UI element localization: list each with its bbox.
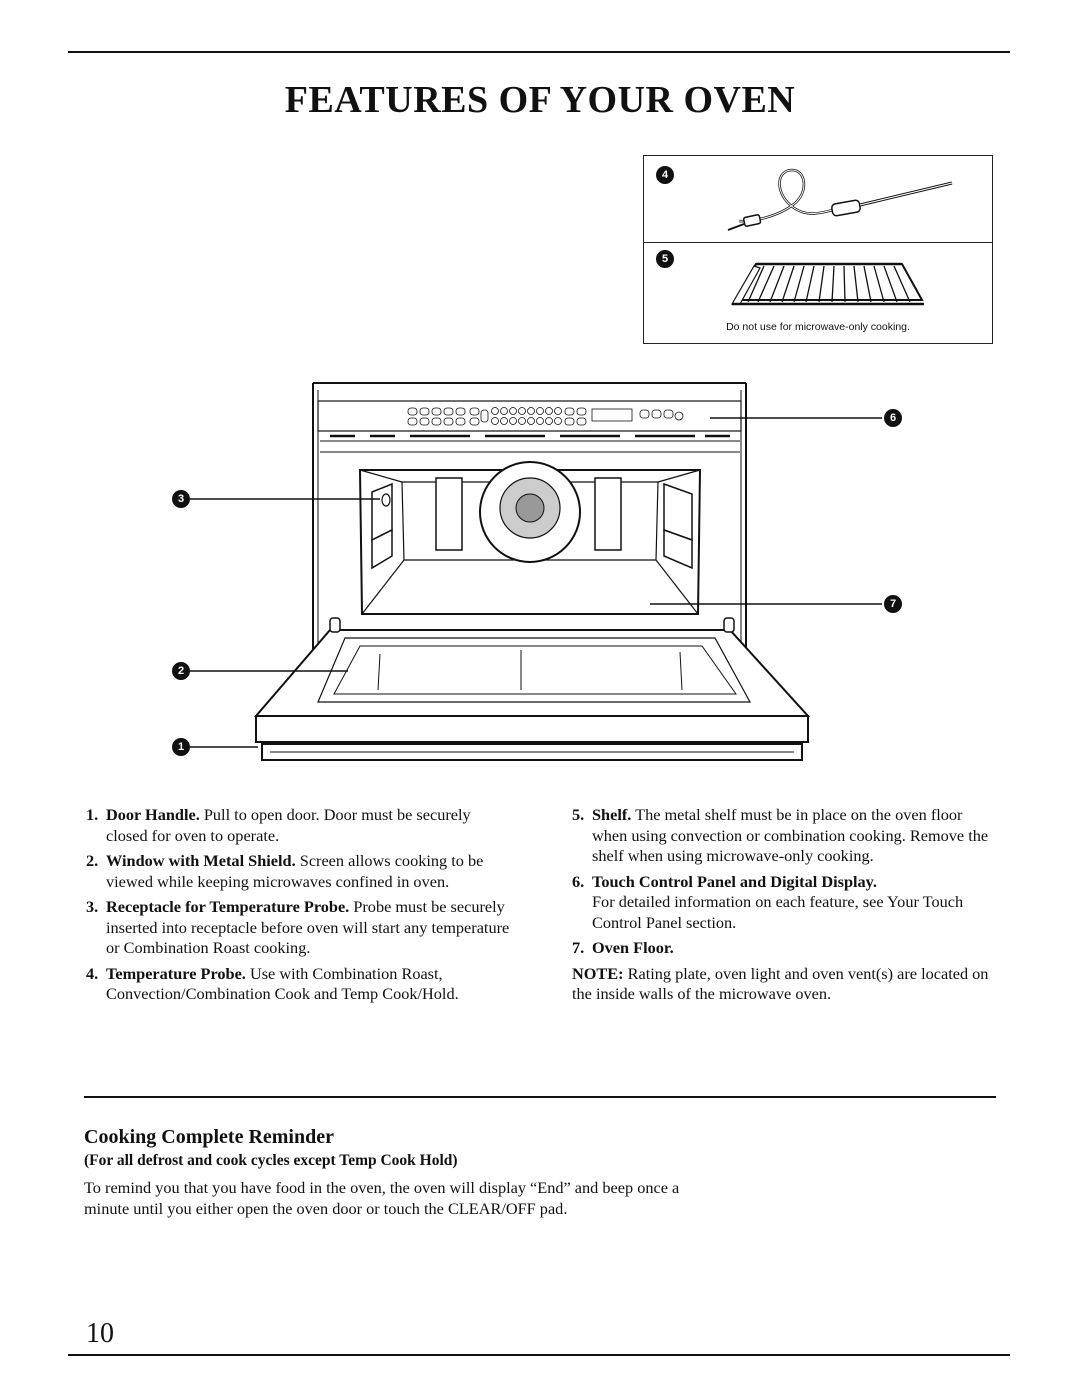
page-title: FEATURES OF YOUR OVEN — [284, 79, 796, 121]
feature-title: Oven Floor. — [592, 938, 674, 957]
feature-number: 5. — [572, 805, 585, 824]
callout-7: 7 — [884, 595, 902, 613]
section-heading: Cooking Complete Reminder — [84, 1126, 334, 1148]
callout-5: 5 — [656, 250, 674, 268]
feature-text: The metal shelf must be in place on the … — [592, 805, 989, 865]
note-label: NOTE: — [572, 963, 624, 983]
top-rule — [68, 51, 1010, 53]
section-divider — [84, 1096, 996, 1098]
callout-2: 2 — [172, 662, 190, 680]
callout-4: 4 — [656, 166, 674, 184]
callout-6: 6 — [884, 409, 902, 427]
feature-number: 7. — [572, 938, 585, 957]
note-paragraph: NOTE: Rating plate, oven light and oven … — [572, 964, 997, 1005]
feature-text: Screen allows cooking to be viewed while… — [106, 851, 484, 891]
features-left-column: 1. Door Handle. Pull to open door. Door … — [86, 805, 511, 1010]
feature-title: Temperature Probe. — [106, 963, 246, 983]
feature-title: Receptacle for Temperature Probe. — [106, 897, 350, 916]
feature-4: 4. Temperature Probe. Use with Combinati… — [86, 964, 511, 1005]
shelf-icon — [730, 262, 924, 306]
inset-divider — [644, 242, 992, 243]
accessories-inset: 4 5 — [643, 155, 993, 344]
feature-text: For detailed information on each feature… — [592, 892, 964, 932]
feature-title: Shelf. — [592, 805, 632, 824]
feature-number: 4. — [86, 963, 99, 983]
feature-number: 2. — [86, 851, 99, 870]
oven-diagram — [190, 382, 882, 761]
features-right-column: 5. Shelf. The metal shelf must be in pla… — [572, 805, 997, 1005]
note-text: Rating plate, oven light and oven vent(s… — [572, 963, 989, 1004]
feature-number: 1. — [86, 805, 99, 824]
feature-title: Touch Control Panel and Digital Display. — [592, 871, 877, 891]
reminder-body: To remind you that you have food in the … — [84, 1178, 680, 1218]
feature-text: Use with Combination Roast, Convection/C… — [106, 963, 459, 1004]
temperature-probe-illustration — [727, 168, 953, 231]
feature-title: Window with Metal Shield. — [106, 851, 296, 870]
feature-text: Probe must be securely inserted into rec… — [106, 897, 510, 957]
feature-text: Pull to open door. Door must be securely… — [106, 805, 471, 845]
feature-6: 6. Touch Control Panel and Digital Displ… — [572, 872, 997, 934]
feature-2: 2. Window with Metal Shield. Screen allo… — [86, 851, 511, 892]
callout-1: 1 — [172, 738, 190, 756]
feature-number: 6. — [572, 871, 585, 891]
feature-1: 1. Door Handle. Pull to open door. Door … — [86, 805, 511, 846]
page-number: 10 — [86, 1318, 114, 1349]
feature-number: 3. — [86, 897, 99, 916]
feature-3: 3. Receptacle for Temperature Probe. Pro… — [86, 897, 511, 959]
section-subheading: (For all defrost and cook cycles except … — [84, 1152, 458, 1169]
feature-7: 7. Oven Floor. — [572, 938, 997, 959]
bottom-rule — [68, 1354, 1010, 1356]
feature-5: 5. Shelf. The metal shelf must be in pla… — [572, 805, 997, 867]
callout-3: 3 — [172, 490, 190, 508]
feature-title: Door Handle. — [106, 805, 200, 824]
shelf-warning-note: Do not use for microwave-only cooking. — [726, 321, 910, 333]
